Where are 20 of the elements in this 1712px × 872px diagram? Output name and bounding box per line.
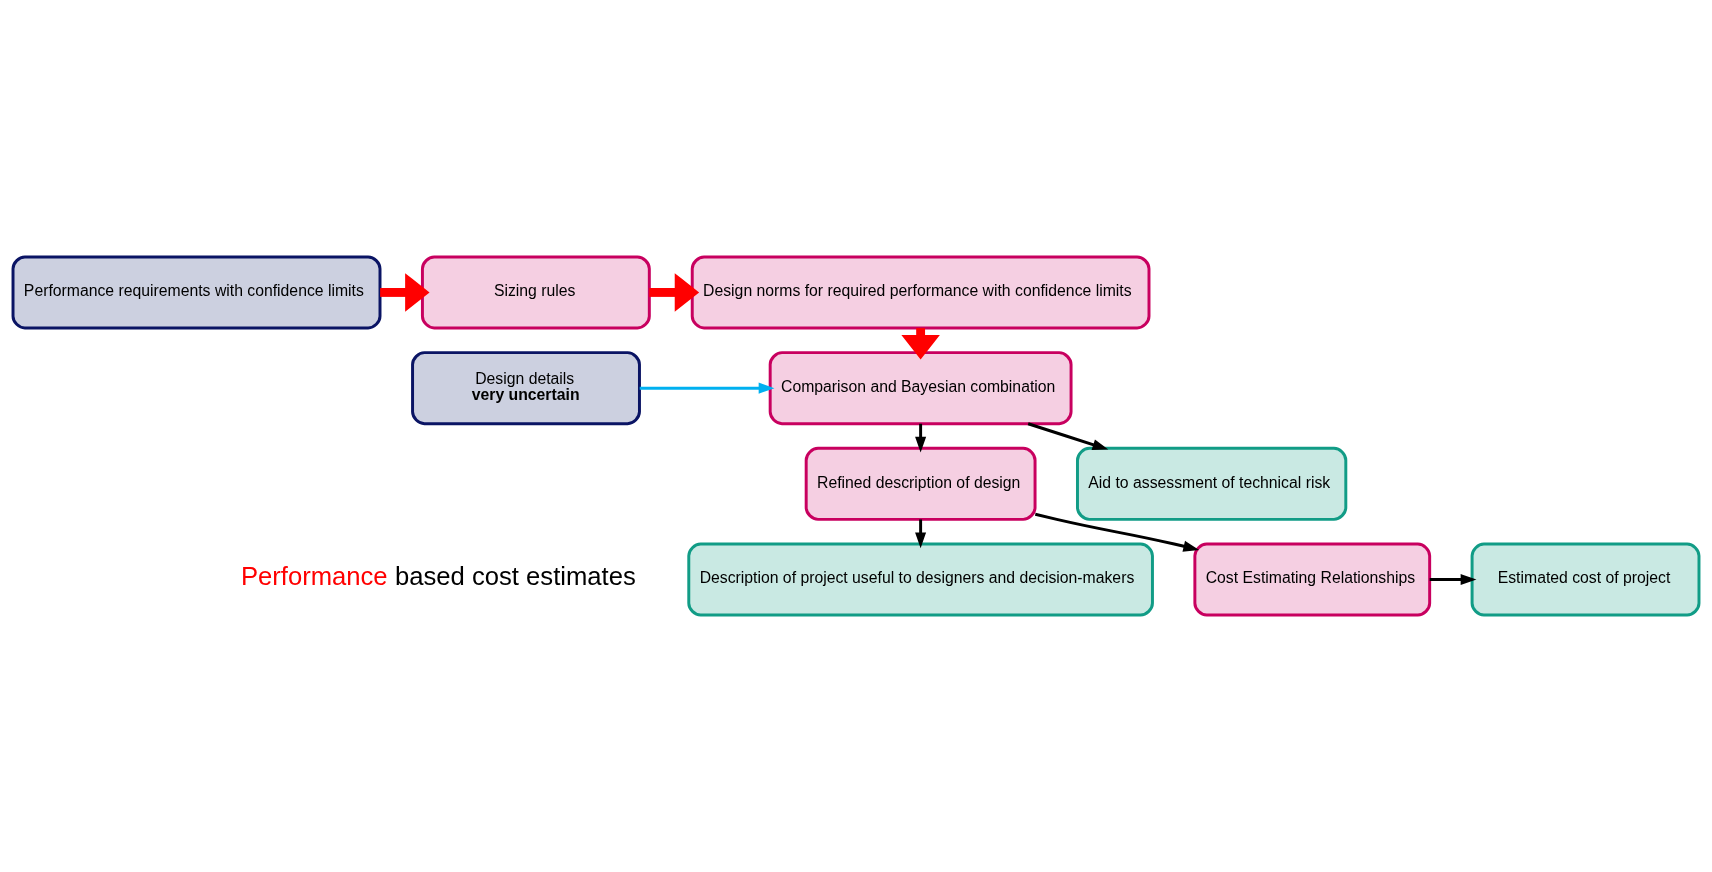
node-box: Refined description of design — [804, 446, 1037, 521]
arrow — [915, 423, 927, 453]
arrow — [1027, 422, 1109, 450]
node-box: Performance requirements with confidence limits — [11, 255, 382, 330]
arrow — [639, 382, 775, 394]
node-box: Cost Estimating Relationships — [1193, 542, 1432, 617]
node-box: Comparison and Bayesian combination — [768, 351, 1073, 426]
arrow — [649, 273, 700, 312]
node-box: Description of project useful to designers and decision-makers — [687, 542, 1154, 617]
node-box: Sizing rules — [420, 255, 651, 330]
label: Performance — [240, 561, 388, 590]
arrow — [1034, 512, 1200, 552]
label: based cost estimates — [395, 561, 636, 590]
arrow — [380, 273, 430, 312]
node-box: Estimated cost of project — [1470, 542, 1701, 617]
arrow — [1429, 574, 1477, 586]
node-box: Aid to assessment of technical risk — [1076, 446, 1348, 521]
node-box: Design details very uncertain — [411, 351, 641, 426]
node-box: Design norms for required performance with confidence limits — [690, 255, 1151, 330]
arrow — [915, 519, 927, 549]
